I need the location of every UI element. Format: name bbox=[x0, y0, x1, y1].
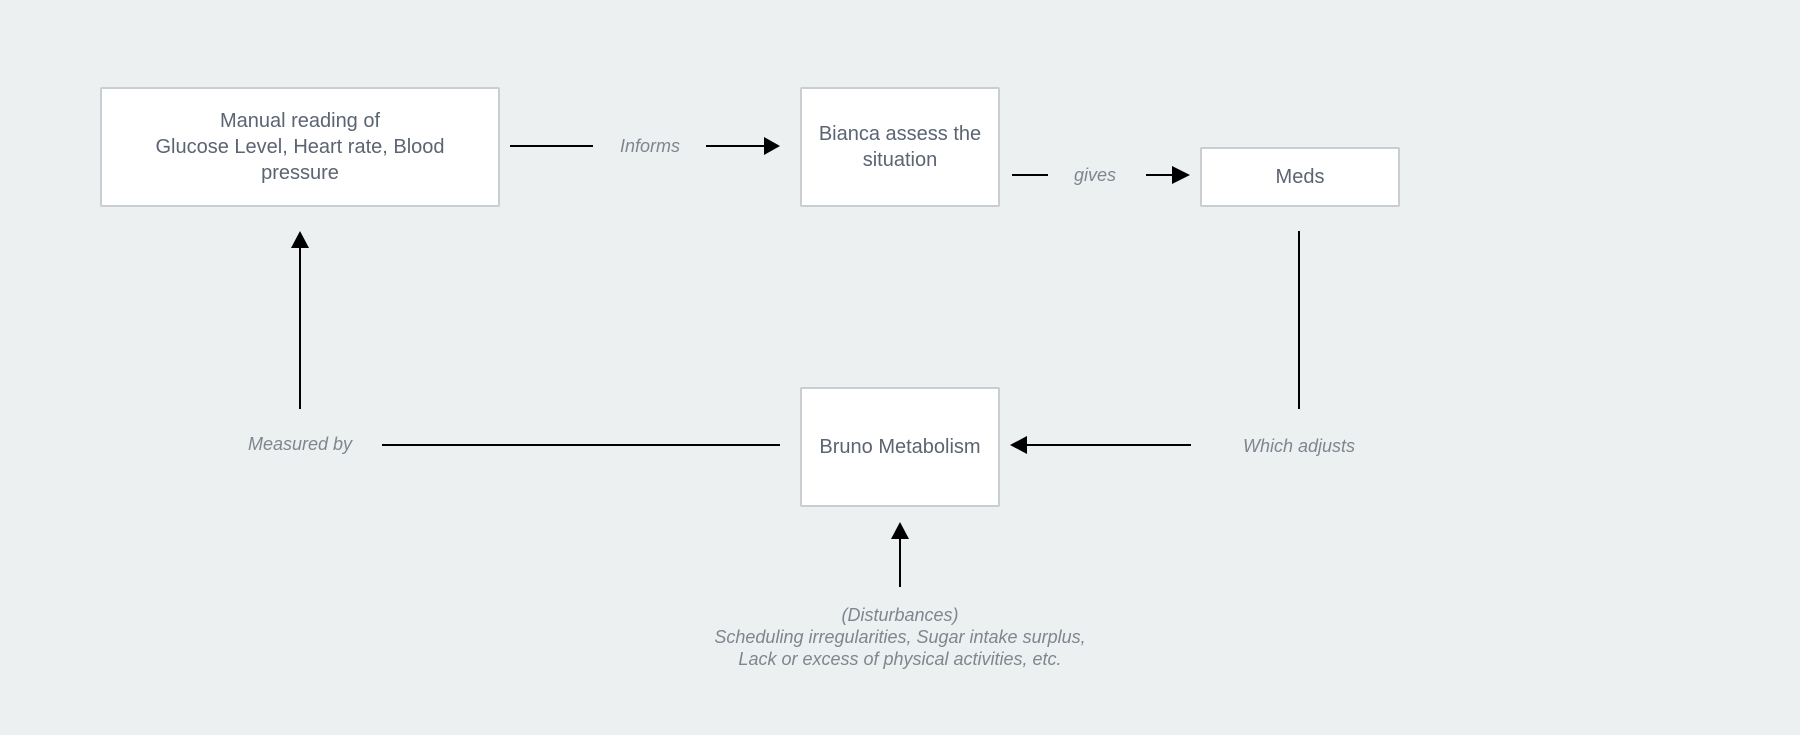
disturbances-line-2: Scheduling irregularities, Sugar intake … bbox=[714, 627, 1086, 647]
node-meds-label: Meds bbox=[1275, 166, 1325, 188]
node-manual-reading-label: Manual reading of Glucose Level, Heart r… bbox=[155, 110, 445, 184]
disturbances-note: (Disturbances) Scheduling irregularities… bbox=[714, 604, 1085, 670]
node-bianca-label: Bianca assess the situation bbox=[818, 123, 982, 171]
arrowhead-disturbances-to-bruno bbox=[891, 522, 909, 539]
edge-label-informs: Informs bbox=[619, 136, 681, 156]
disturbances-line-3: Lack or excess of physical activities, e… bbox=[738, 649, 1062, 669]
arrowhead-to-manual-reading bbox=[291, 231, 309, 248]
arrowhead-to-bianca bbox=[764, 137, 780, 155]
node-bruno-label: Bruno Metabolism bbox=[819, 436, 981, 458]
disturbances-title: (Disturbances) bbox=[841, 605, 959, 625]
arrowhead-to-meds bbox=[1172, 166, 1190, 184]
node-manual-reading: Manual reading of Glucose Level, Heart r… bbox=[100, 87, 500, 207]
node-bruno: Bruno Metabolism bbox=[800, 387, 1000, 507]
node-meds: Meds bbox=[1200, 147, 1400, 207]
edge-label-measured-by: Measured by bbox=[247, 434, 353, 454]
node-bianca: Bianca assess the situation bbox=[800, 87, 1000, 207]
edge-label-which-adjusts: Which adjusts bbox=[1242, 436, 1356, 456]
arrowhead-to-bruno bbox=[1010, 436, 1027, 454]
edge-label-gives: gives bbox=[1073, 165, 1117, 185]
